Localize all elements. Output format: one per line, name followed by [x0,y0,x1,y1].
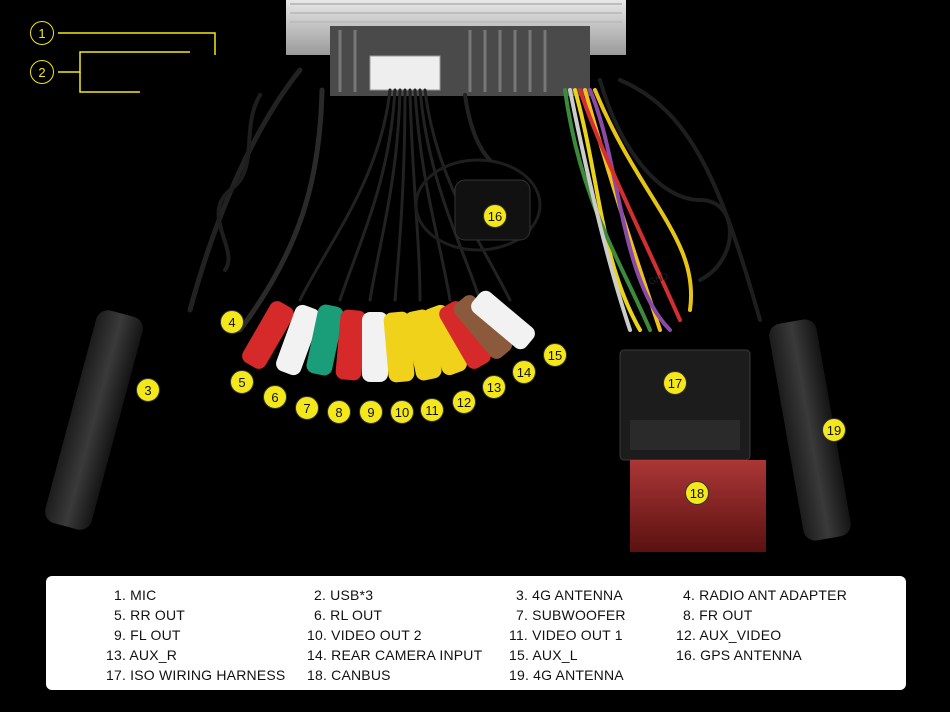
callout-6: 6 [263,385,287,409]
legend-item: 1. MIC [114,587,157,603]
callout-12: 12 [452,390,476,414]
callout-11: 11 [420,398,444,422]
callout-5: 5 [230,370,254,394]
legend-item: 10. VIDEO OUT 2 [307,627,422,643]
legend-item: 3. 4G ANTENNA [516,587,623,603]
callout-10: 10 [390,400,414,424]
callout-3: 3 [136,378,160,402]
callout-16: 16 [483,204,507,228]
legend-item: 15. AUX_L [509,647,578,663]
callout-leader-lines [58,32,216,93]
callout-17: 17 [663,371,687,395]
legend-item: 13. AUX_R [106,647,178,663]
legend-item: 6. RL OUT [314,607,383,623]
legend-item: 17. ISO WIRING HARNESS [106,667,286,683]
legend-item: 18. CANBUS [307,667,391,683]
legend-item: 7. SUBWOOFER [516,607,626,623]
callout-13: 13 [482,375,506,399]
iso-wire-bundle [563,88,694,332]
canbus-box [630,460,766,552]
callout-19: 19 [822,418,846,442]
legend-item: 4. RADIO ANT ADAPTER [683,587,848,603]
callout-7: 7 [295,396,319,420]
legend-item: 8. FR OUT [683,607,753,623]
callout-4: 4 [220,310,244,334]
callout-18: 18 [685,481,709,505]
callout-8: 8 [327,400,351,424]
legend-item: 14. REAR CAMERA INPUT [307,647,483,663]
legend-panel: 1. MIC 2. USB*3 3. 4G ANTENNA 4. RADIO A… [46,576,906,690]
legend-item: 2. USB*3 [314,587,374,603]
legend-item: 11. VIDEO OUT 1 [509,627,623,643]
callout-14: 14 [512,360,536,384]
product-photo: GND 1 2 3 4 5 6 7 8 9 10 11 12 13 14 15 … [30,0,851,552]
4g-antenna-right [769,319,851,541]
legend-item: 12. AUX_VIDEO [676,627,782,643]
rca-plugs [242,290,535,383]
wiring-illustration: GND [45,0,851,552]
legend-item: 9. FL OUT [114,627,181,643]
legend-item: 5. RR OUT [114,607,186,623]
callout-9: 9 [359,400,383,424]
callout-1: 1 [30,21,54,45]
iso-connector [619,349,751,461]
callout-2: 2 [30,60,54,84]
legend-item: 19. 4G ANTENNA [509,667,624,683]
callout-15: 15 [543,343,567,367]
legend-item: 16. GPS ANTENNA [676,647,802,663]
4g-antenna-left [45,310,143,530]
cables [187,67,762,333]
head-unit [286,0,626,96]
harness-label: GND [647,270,670,286]
